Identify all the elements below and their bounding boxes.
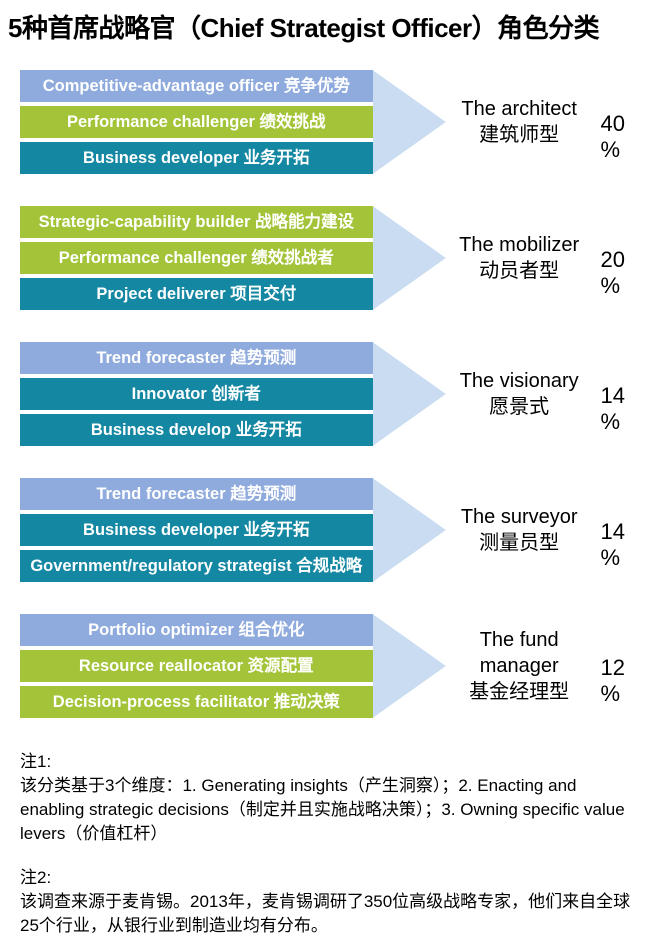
role-bar-stack: Trend forecaster 趋势预测 Innovator 创新者 Busi… <box>20 342 373 446</box>
role-bar-stack: Trend forecaster 趋势预测 Business developer… <box>20 478 373 582</box>
arrow-right-shape <box>373 206 446 310</box>
role-bar: Business developer 业务开拓 <box>20 514 373 546</box>
group-name-en: The architect <box>450 96 589 122</box>
note-body: 该调查来源于麦肯锡。2013年，麦肯锡调研了350位高级战略专家，他们来自全球2… <box>20 890 634 938</box>
role-bar: Performance challenger 绩效挑战者 <box>20 242 373 274</box>
role-bar: Government/regulatory strategist 合规战略 <box>20 550 373 582</box>
group-name-en: The fund manager <box>450 627 589 679</box>
note-body: 该分类基于3个维度：1. Generating insights（产生洞察）；2… <box>20 774 634 846</box>
group-percent: 14 % <box>601 493 652 597</box>
role-bar: Competitive-advantage officer 竞争优势 <box>20 70 373 102</box>
role-bar: Resource reallocator 资源配置 <box>20 650 373 682</box>
group-name-en: The surveyor <box>450 504 589 530</box>
percent-value: 14 <box>601 383 652 409</box>
notes-section: 注1: 该分类基于3个维度：1. Generating insights（产生洞… <box>20 750 634 938</box>
role-bar: Strategic-capability builder 战略能力建设 <box>20 206 373 238</box>
percent-sign: % <box>601 409 652 435</box>
percent-sign: % <box>601 545 652 571</box>
page-title: 5种首席战略官（Chief Strategist Officer）角色分类 <box>8 12 644 44</box>
group-label: The architect 建筑师型 <box>450 70 589 174</box>
role-bar: Performance challenger 绩效挑战 <box>20 106 373 138</box>
group-name-en: The visionary <box>450 368 589 394</box>
group-label: The visionary 愿景式 <box>450 342 589 446</box>
role-bar-stack: Strategic-capability builder 战略能力建设 Perf… <box>20 206 373 310</box>
role-bar-stack: Competitive-advantage officer 竞争优势 Perfo… <box>20 70 373 174</box>
group-name-zh: 动员者型 <box>450 258 589 284</box>
role-group-fund-manager: Portfolio optimizer 组合优化 Resource reallo… <box>20 614 652 718</box>
arrow-right-shape <box>373 614 446 718</box>
percent-value: 12 <box>601 655 652 681</box>
note-2: 注2: 该调查来源于麦肯锡。2013年，麦肯锡调研了350位高级战略专家，他们来… <box>20 866 634 938</box>
group-label: The fund manager 基金经理型 <box>450 614 589 718</box>
role-group-visionary: Trend forecaster 趋势预测 Innovator 创新者 Busi… <box>20 342 652 446</box>
role-groups: Competitive-advantage officer 竞争优势 Perfo… <box>20 70 652 718</box>
group-name-zh: 建筑师型 <box>450 122 589 148</box>
role-bar-stack: Portfolio optimizer 组合优化 Resource reallo… <box>20 614 373 718</box>
note-heading: 注2: <box>20 866 634 890</box>
group-percent: 40 % <box>601 85 652 189</box>
note-heading: 注1: <box>20 750 634 774</box>
group-percent: 20 % <box>601 221 652 325</box>
group-name-zh: 基金经理型 <box>450 679 589 705</box>
percent-value: 14 <box>601 519 652 545</box>
percent-value: 40 <box>601 111 652 137</box>
role-bar: Innovator 创新者 <box>20 378 373 410</box>
role-bar: Portfolio optimizer 组合优化 <box>20 614 373 646</box>
role-bar: Project deliverer 项目交付 <box>20 278 373 310</box>
percent-sign: % <box>601 273 652 299</box>
role-bar: Trend forecaster 趋势预测 <box>20 478 373 510</box>
group-name-en: The mobilizer <box>450 232 589 258</box>
role-bar: Trend forecaster 趋势预测 <box>20 342 373 374</box>
group-name-zh: 愿景式 <box>450 394 589 420</box>
role-bar: Decision-process facilitator 推动决策 <box>20 686 373 718</box>
group-percent: 12 % <box>601 629 652 733</box>
role-bar: Business develop 业务开拓 <box>20 414 373 446</box>
group-label: The surveyor 测量员型 <box>450 478 589 582</box>
role-group-mobilizer: Strategic-capability builder 战略能力建设 Perf… <box>20 206 652 310</box>
percent-sign: % <box>601 137 652 163</box>
group-percent: 14 % <box>601 357 652 461</box>
arrow-right-shape <box>373 70 446 174</box>
role-group-architect: Competitive-advantage officer 竞争优势 Perfo… <box>20 70 652 174</box>
arrow-right-shape <box>373 342 446 446</box>
group-label: The mobilizer 动员者型 <box>450 206 589 310</box>
role-group-surveyor: Trend forecaster 趋势预测 Business developer… <box>20 478 652 582</box>
percent-sign: % <box>601 681 652 707</box>
group-name-zh: 测量员型 <box>450 530 589 556</box>
role-bar: Business developer 业务开拓 <box>20 142 373 174</box>
note-1: 注1: 该分类基于3个维度：1. Generating insights（产生洞… <box>20 750 634 846</box>
percent-value: 20 <box>601 247 652 273</box>
arrow-right-shape <box>373 478 446 582</box>
